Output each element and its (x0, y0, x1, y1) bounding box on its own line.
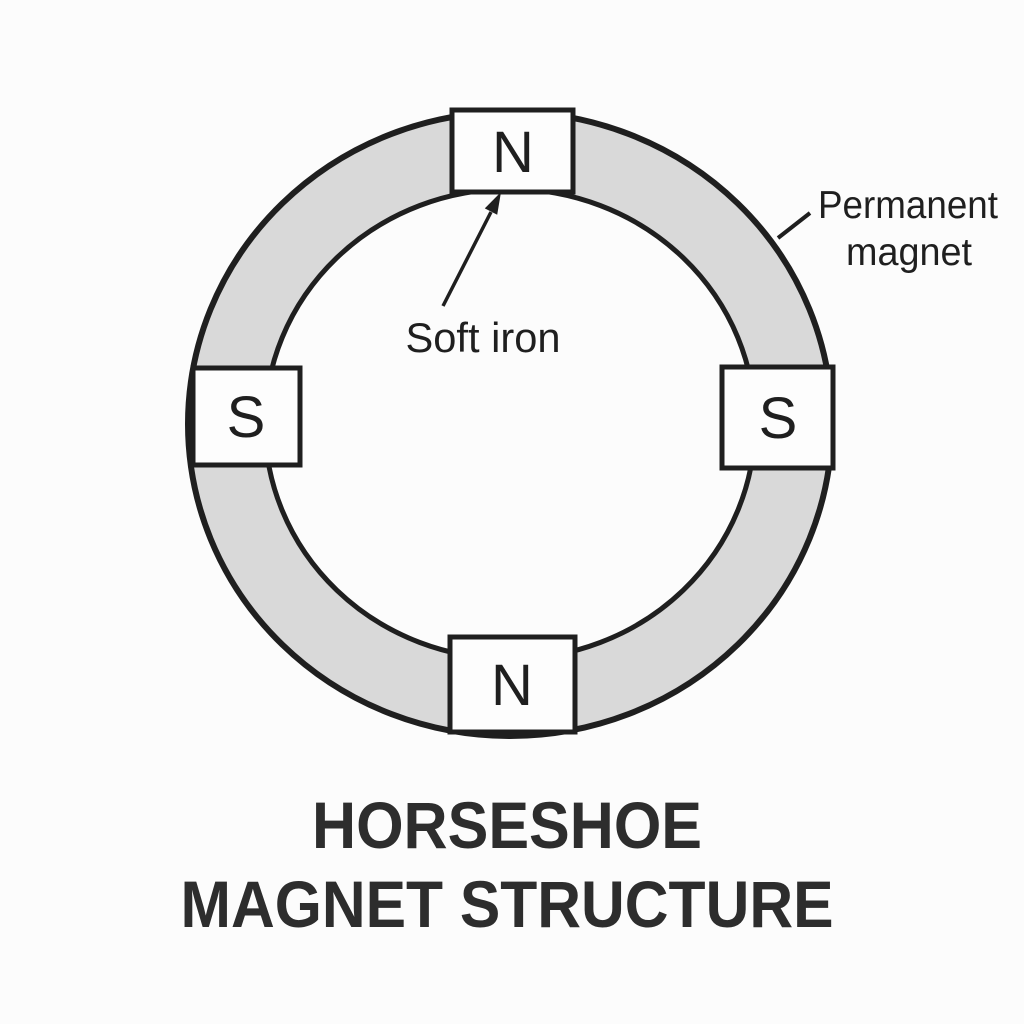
diagram-title-line2: MAGNET STRUCTURE (181, 867, 834, 941)
ring-inner-circle (262, 186, 758, 662)
soft-iron-arrowhead-icon (484, 192, 501, 215)
diagram-title-line1: HORSESHOE (312, 788, 702, 862)
pole-box-right (719, 364, 836, 471)
soft-iron-label: Soft iron (406, 314, 561, 361)
soft-iron-arrow (441, 192, 501, 307)
permanent-magnet-label-line1: Permanent (818, 184, 998, 227)
pole-box-top (449, 107, 576, 195)
pole-label-top: N (492, 120, 534, 185)
permanent-magnet-label: Permanent magnet (818, 184, 998, 274)
diagram-title: HORSESHOE MAGNET STRUCTURE (181, 788, 834, 941)
pole-box-left (190, 365, 303, 468)
pole-label-left: S (227, 385, 266, 450)
permanent-magnet-label-line2: magnet (846, 231, 972, 274)
pole-label-bottom: N (491, 653, 533, 718)
pole-label-right: S (759, 386, 798, 451)
pole-box-bottom (447, 634, 578, 735)
soft-iron-arrow-shaft (441, 211, 493, 307)
permanent-magnet-leader-line (776, 211, 812, 240)
